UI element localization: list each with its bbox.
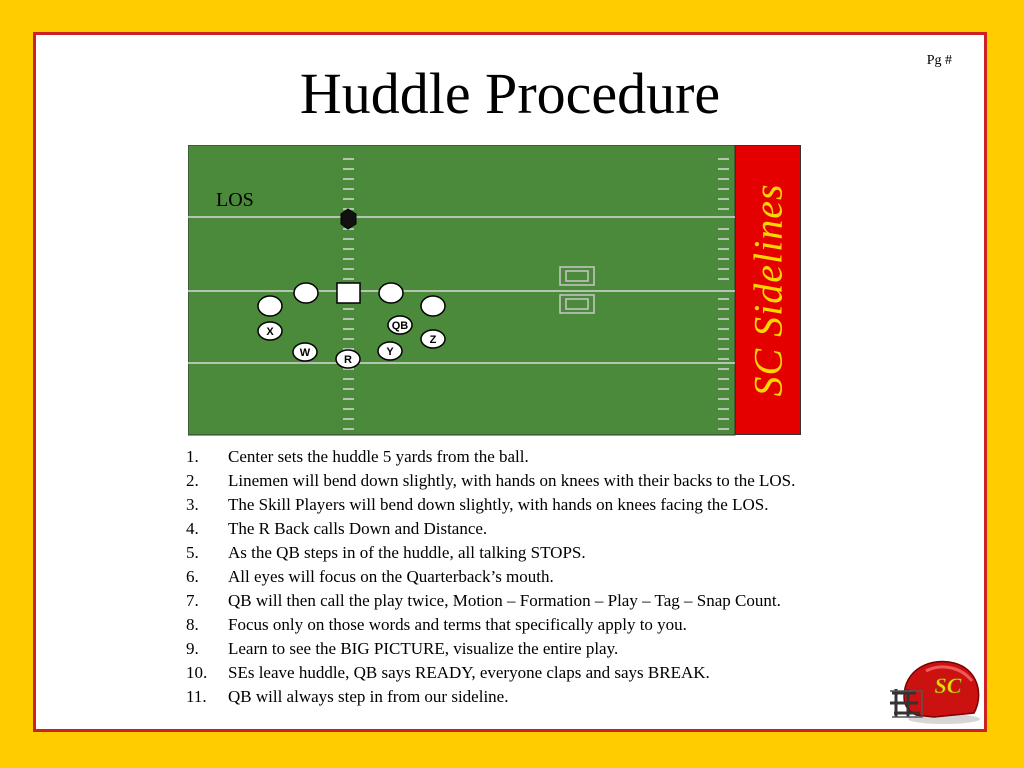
step-text: As the QB steps in of the huddle, all ta…	[228, 543, 586, 562]
los-label: LOS	[216, 189, 254, 211]
slide: Pg # Huddle Procedure	[33, 32, 987, 732]
step-number: 6.	[186, 567, 199, 586]
player-y	[377, 341, 403, 361]
step-text: QB will always step in from our sideline…	[228, 687, 509, 706]
step-number: 11.	[186, 687, 207, 706]
player-left-guard	[293, 282, 319, 304]
procedure-step: 7. QB will then call the play twice, Moti…	[186, 589, 795, 613]
step-number: 3.	[186, 495, 199, 514]
sc-helmet-logo: SC	[890, 660, 980, 724]
player-qb	[387, 315, 413, 335]
player-qb-label: QB	[392, 320, 409, 332]
step-text: QB will then call the play twice, Motion…	[228, 591, 781, 610]
step-number: 9.	[186, 639, 199, 658]
step-text: Center sets the huddle 5 yards from the …	[228, 447, 529, 466]
step-number: 1.	[186, 447, 199, 466]
helmet-logo-text: SC	[935, 673, 962, 698]
step-text: The Skill Players will bend down slightl…	[228, 495, 769, 514]
player-center	[336, 282, 361, 304]
player-w-label: W	[300, 347, 311, 359]
step-number: 8.	[186, 615, 199, 634]
player-x-label: X	[266, 326, 274, 338]
placeholder-box	[559, 266, 595, 286]
procedure-step: 9. Learn to see the BIG PICTURE, visualiz…	[186, 637, 795, 661]
step-text: Focus only on those words and terms that…	[228, 615, 687, 634]
procedure-list: 1. Center sets the huddle 5 yards from th…	[186, 445, 795, 709]
step-number: 2.	[186, 471, 199, 490]
player-r-label: R	[344, 354, 352, 366]
page-number: Pg #	[926, 53, 952, 68]
step-text: SEs leave huddle, QB says READY, everyon…	[228, 663, 710, 682]
procedure-step: 6. All eyes will focus on the Quarterback…	[186, 565, 795, 589]
placeholder-box	[559, 294, 595, 314]
page-title: Huddle Procedure	[299, 61, 721, 126]
huddle-diagram: X QB Z W R Y LOS SC Sidelines	[188, 145, 804, 437]
hash-marks-right	[718, 158, 729, 430]
player-y-label: Y	[386, 346, 394, 358]
player-right-tackle	[420, 295, 446, 317]
step-number: 7.	[186, 591, 199, 610]
player-right-guard	[378, 282, 404, 304]
step-text: All eyes will focus on the Quarterback’s…	[228, 567, 554, 586]
procedure-step: 2. Linemen will bend down slightly, with …	[186, 469, 795, 493]
procedure-step: 11. QB will always step in from our sidel…	[186, 685, 795, 709]
procedure-step: 8. Focus only on those words and terms th…	[186, 613, 795, 637]
procedure-step: 5. As the QB steps in of the huddle, all …	[186, 541, 795, 565]
step-text: Linemen will bend down slightly, with ha…	[228, 471, 796, 490]
step-number: 10.	[186, 663, 208, 682]
placeholder-boxes	[559, 266, 595, 314]
procedure-step: 10. SEs leave huddle, QB says READY, ever…	[186, 661, 795, 685]
player-x	[257, 321, 283, 341]
step-text: The R Back calls Down and Distance.	[228, 519, 488, 538]
placeholder-box-inner	[565, 270, 589, 282]
football-icon	[340, 208, 357, 230]
field-diagram: X QB Z W R Y	[188, 145, 736, 436]
sideline-panel: SC Sidelines	[735, 145, 801, 435]
player-z	[420, 329, 446, 349]
step-text: Learn to see the BIG PICTURE, visualize …	[228, 639, 619, 658]
procedure-step: 3. The Skill Players will bend down sligh…	[186, 493, 795, 517]
procedure-step: 4. The R Back calls Down and Distance.	[186, 517, 795, 541]
step-number: 5.	[186, 543, 199, 562]
player-w	[292, 342, 318, 362]
step-number: 4.	[186, 519, 199, 538]
procedure-step: 1. Center sets the huddle 5 yards from th…	[186, 445, 795, 469]
player-left-tackle	[257, 295, 283, 317]
placeholder-box-inner	[565, 298, 589, 310]
player-r	[335, 349, 361, 369]
player-z-label: Z	[430, 334, 437, 346]
sideline-label: SC Sidelines	[745, 183, 791, 397]
football-field	[188, 145, 736, 436]
